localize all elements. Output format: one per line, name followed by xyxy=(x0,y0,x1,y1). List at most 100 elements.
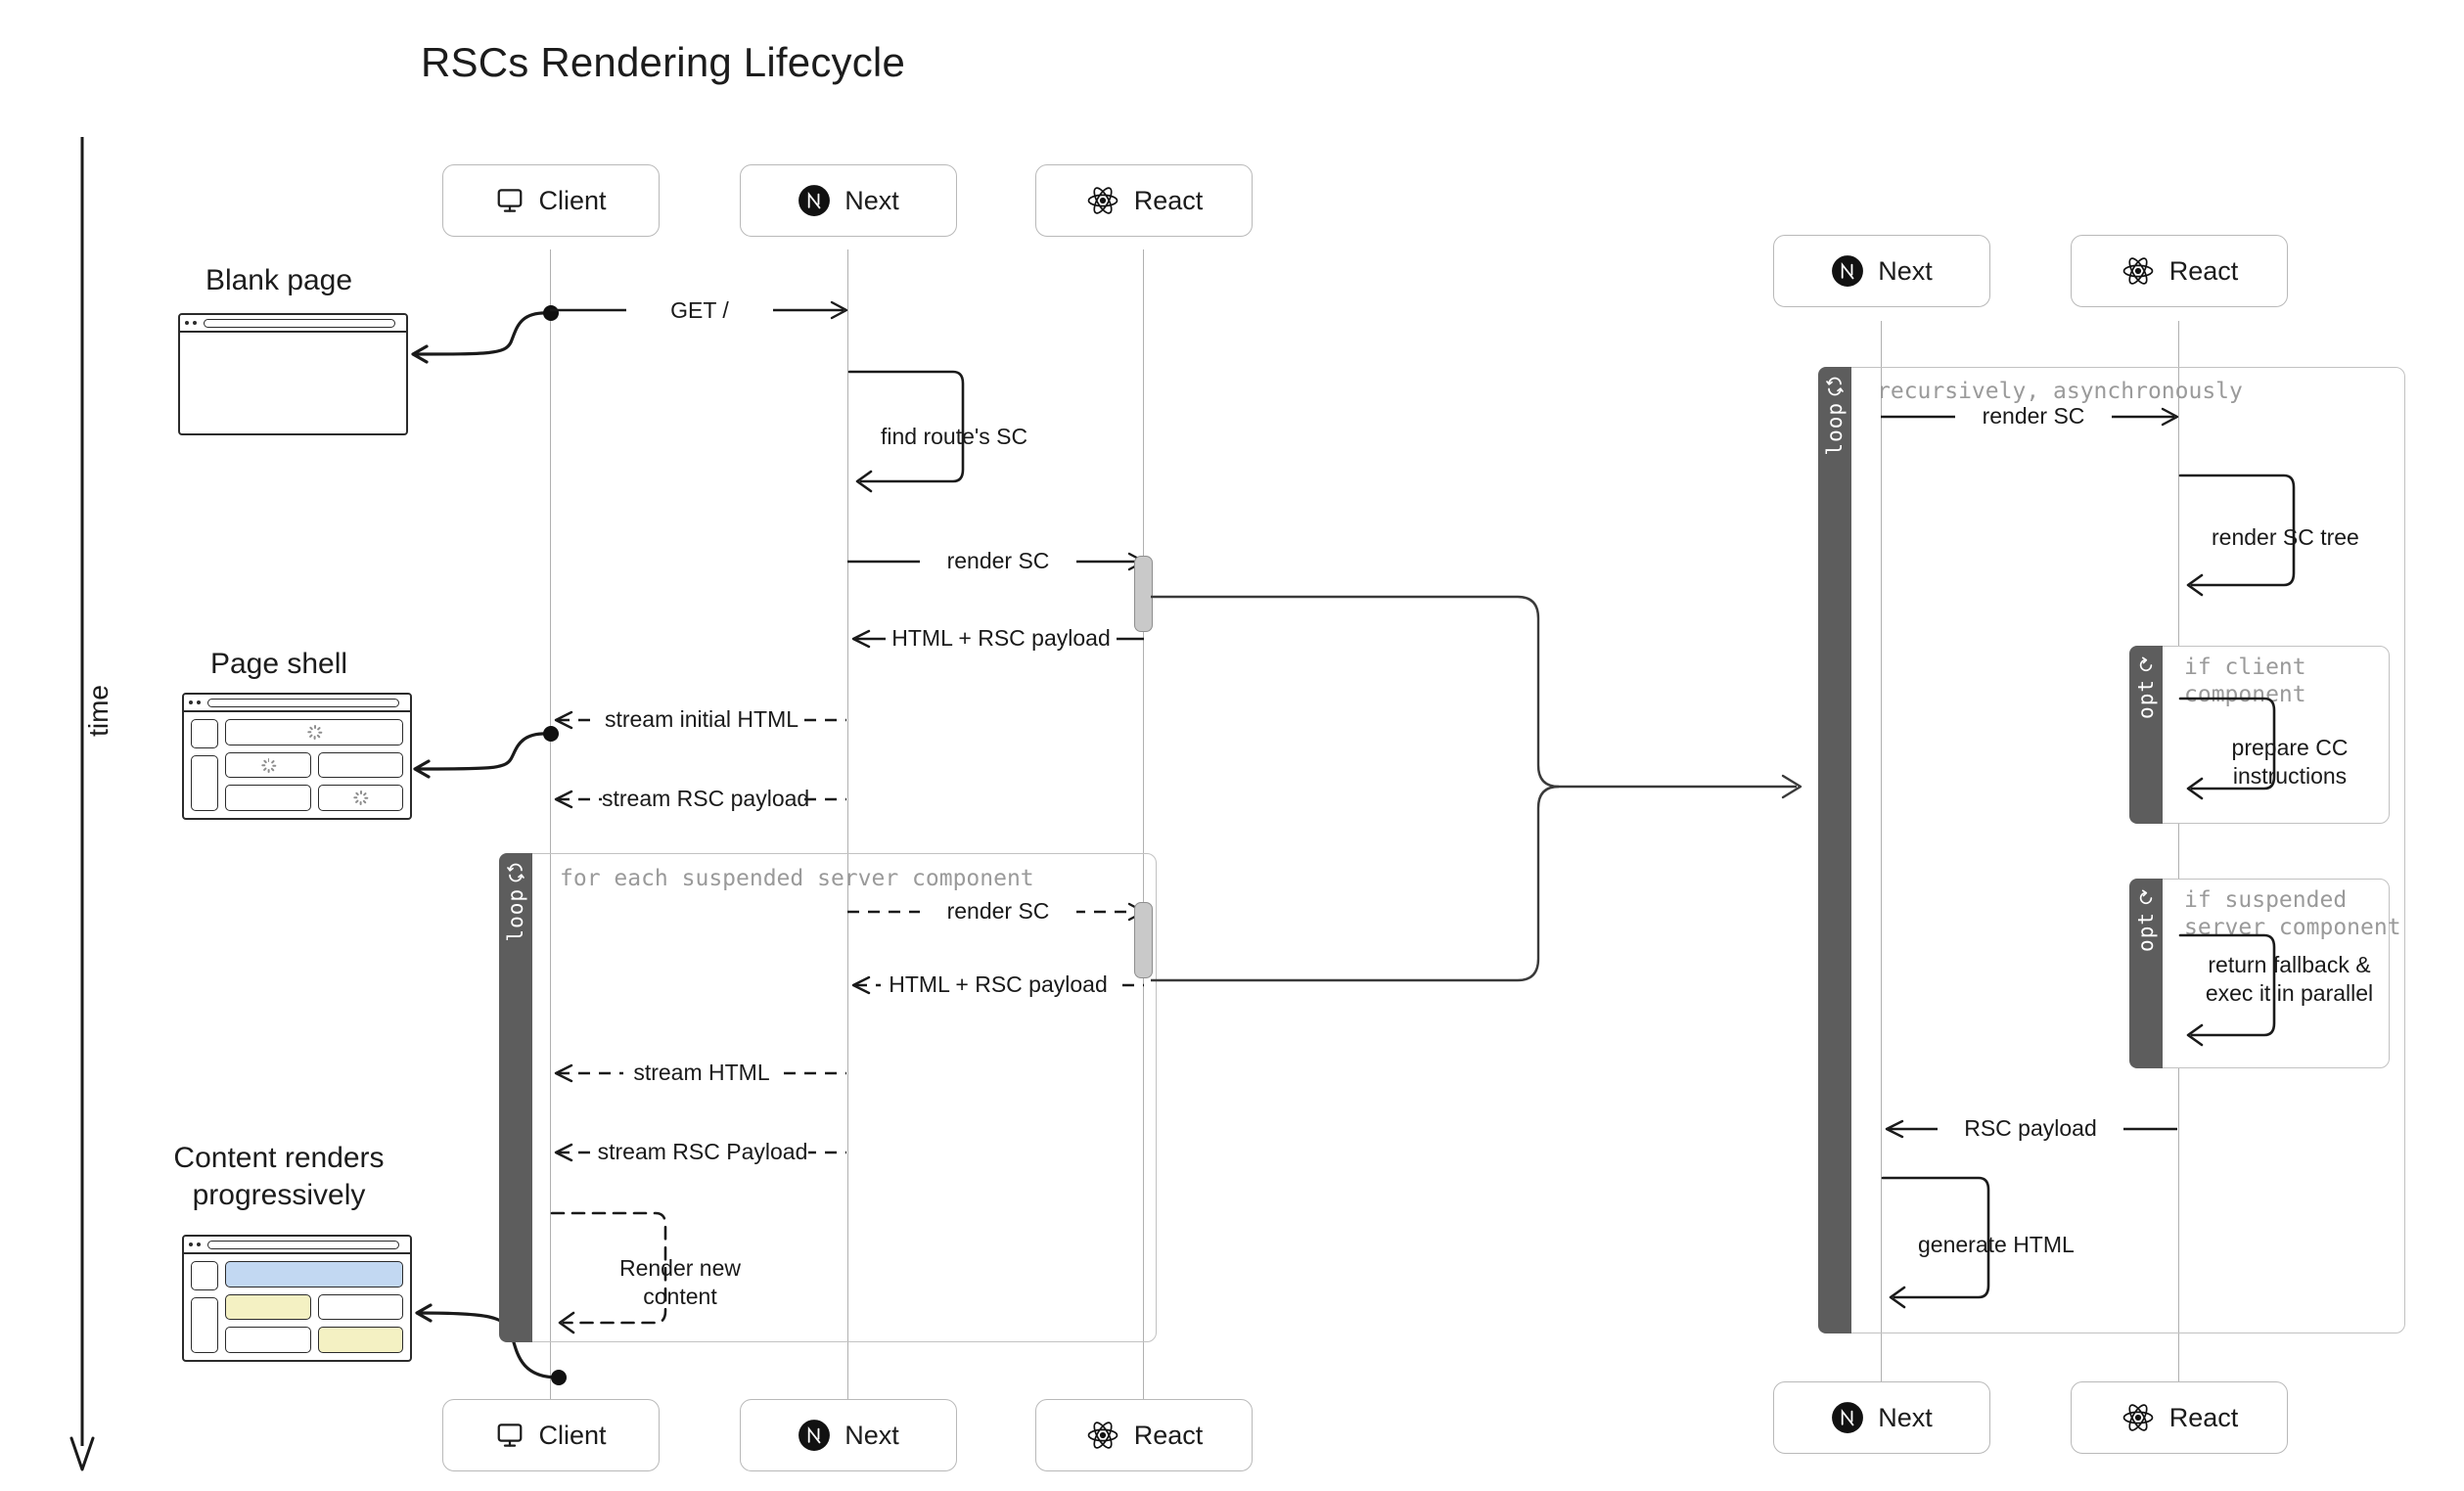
participant-client-top[interactable]: Client xyxy=(442,164,660,237)
mock-cell-loaded xyxy=(317,1327,403,1354)
participant-next-detail-top[interactable]: Next xyxy=(1773,235,1990,307)
cross-panel-connector xyxy=(1151,583,1816,994)
participant-label: React xyxy=(1133,1420,1204,1450)
opt-arrow-icon xyxy=(2137,655,2155,673)
mock-cell-loading xyxy=(317,785,403,812)
participant-next-bottom[interactable]: Next xyxy=(740,1399,957,1471)
lifeline-client xyxy=(550,249,551,1399)
message-label: RSC payload xyxy=(1938,1115,2123,1142)
browser-dot xyxy=(197,1242,201,1246)
monitor-icon xyxy=(495,186,525,215)
browser-chrome xyxy=(184,695,410,712)
time-axis xyxy=(59,137,108,1477)
fragment-opt-suspended-component xyxy=(2129,879,2390,1068)
participant-react-top[interactable]: React xyxy=(1035,164,1253,237)
loop-arrows-icon xyxy=(1825,377,1845,396)
participant-label: React xyxy=(1133,185,1204,215)
browser-viewport xyxy=(184,712,410,818)
mock-cell xyxy=(191,719,218,748)
mock-cell xyxy=(317,751,403,779)
browser-chrome xyxy=(180,315,406,333)
mock-row xyxy=(225,751,403,779)
message-label: HTML + RSC payload xyxy=(886,625,1117,652)
participant-label: Next xyxy=(844,1420,899,1450)
spinner-icon xyxy=(260,757,277,773)
message-label: render SC xyxy=(1955,403,2112,429)
browser-mockup-progressive xyxy=(182,1235,412,1362)
mock-cell xyxy=(317,1293,403,1321)
participant-react-detail-bottom[interactable]: React xyxy=(2071,1381,2288,1454)
participant-label: Client xyxy=(538,1420,607,1450)
browser-dot xyxy=(197,700,201,704)
message-render-new-content xyxy=(550,1209,677,1336)
browser-url-bar xyxy=(207,1240,399,1249)
connector-blank-page xyxy=(391,294,568,372)
participant-react-detail-top[interactable]: React xyxy=(2071,235,2288,307)
message-label: find route's SC xyxy=(881,424,1028,449)
participant-react-bottom[interactable]: React xyxy=(1035,1399,1253,1471)
participant-label: React xyxy=(2168,255,2239,286)
message-label: stream RSC Payload xyxy=(597,1139,808,1165)
fragment-kind-label: loop xyxy=(504,888,527,942)
mock-cell xyxy=(191,1297,218,1353)
mock-main xyxy=(225,1261,403,1354)
nextjs-logo-icon xyxy=(798,1419,831,1452)
fragment-tab-opt-2: opt xyxy=(2129,879,2163,1068)
browser-url-bar xyxy=(204,318,395,328)
mock-row xyxy=(225,719,403,746)
browser-viewport xyxy=(184,1254,410,1360)
time-axis-label: time xyxy=(83,685,114,737)
message-find-route-sc xyxy=(847,368,975,495)
react-logo-icon xyxy=(2121,1400,2156,1435)
browser-url-bar xyxy=(207,698,399,707)
lifeline-react-detail xyxy=(2178,321,2179,1397)
activation-bar-react-2 xyxy=(1134,902,1153,978)
fragment-condition-label: for each suspended server component xyxy=(560,866,1034,891)
message-label: return fallback & exec it in parallel xyxy=(2205,952,2374,1006)
message-label: render SC xyxy=(920,548,1076,574)
fragment-tab-loop-recursive: loop xyxy=(1818,367,1851,1333)
react-logo-icon xyxy=(1085,183,1120,218)
nextjs-logo-icon xyxy=(1831,254,1864,288)
browser-dot xyxy=(185,321,189,325)
browser-dot xyxy=(189,700,193,704)
spinner-icon xyxy=(353,791,369,806)
fragment-condition-label: if client component xyxy=(2184,655,2306,708)
nextjs-logo-icon xyxy=(798,184,831,217)
opt-arrow-icon xyxy=(2137,888,2155,906)
caption-blank-page: Blank page xyxy=(205,264,353,296)
message-label: prepare CC instructions xyxy=(2231,735,2349,789)
mock-row xyxy=(225,785,403,812)
mock-cell-loading xyxy=(225,719,403,746)
connector-page-shell xyxy=(391,702,568,781)
mock-cell xyxy=(191,1261,218,1290)
activation-bar-react-1 xyxy=(1134,556,1153,632)
fragment-opt-client-component xyxy=(2129,646,2390,824)
message-return-fallback xyxy=(2178,931,2286,1049)
browser-dot xyxy=(189,1242,193,1246)
participant-client-bottom[interactable]: Client xyxy=(442,1399,660,1471)
message-label: render SC xyxy=(920,898,1076,925)
participant-label: React xyxy=(2168,1402,2239,1432)
fragment-kind-label: opt xyxy=(2134,912,2158,952)
fragment-condition-label: recursively, asynchronously xyxy=(1877,379,2243,404)
browser-viewport xyxy=(180,333,406,433)
nextjs-logo-icon xyxy=(1831,1401,1864,1434)
message-label: generate HTML xyxy=(1918,1232,2075,1257)
participant-label: Next xyxy=(1878,1402,1933,1432)
loop-arrows-icon xyxy=(506,863,525,882)
participant-label: Next xyxy=(1878,255,1933,286)
mock-sidebar xyxy=(191,719,218,811)
spinner-icon xyxy=(307,724,323,740)
mock-cell xyxy=(225,785,311,812)
mock-row xyxy=(225,1261,403,1288)
caption-page-shell: Page shell xyxy=(209,648,348,680)
mock-cell-loaded xyxy=(225,1293,311,1321)
participant-next-top[interactable]: Next xyxy=(740,164,957,237)
browser-mockup-page-shell xyxy=(182,693,412,820)
fragment-tab-loop: loop xyxy=(499,853,532,1342)
lifeline-react xyxy=(1143,249,1144,1399)
lifeline-next-detail xyxy=(1881,321,1882,1397)
participant-next-detail-bottom[interactable]: Next xyxy=(1773,1381,1990,1454)
